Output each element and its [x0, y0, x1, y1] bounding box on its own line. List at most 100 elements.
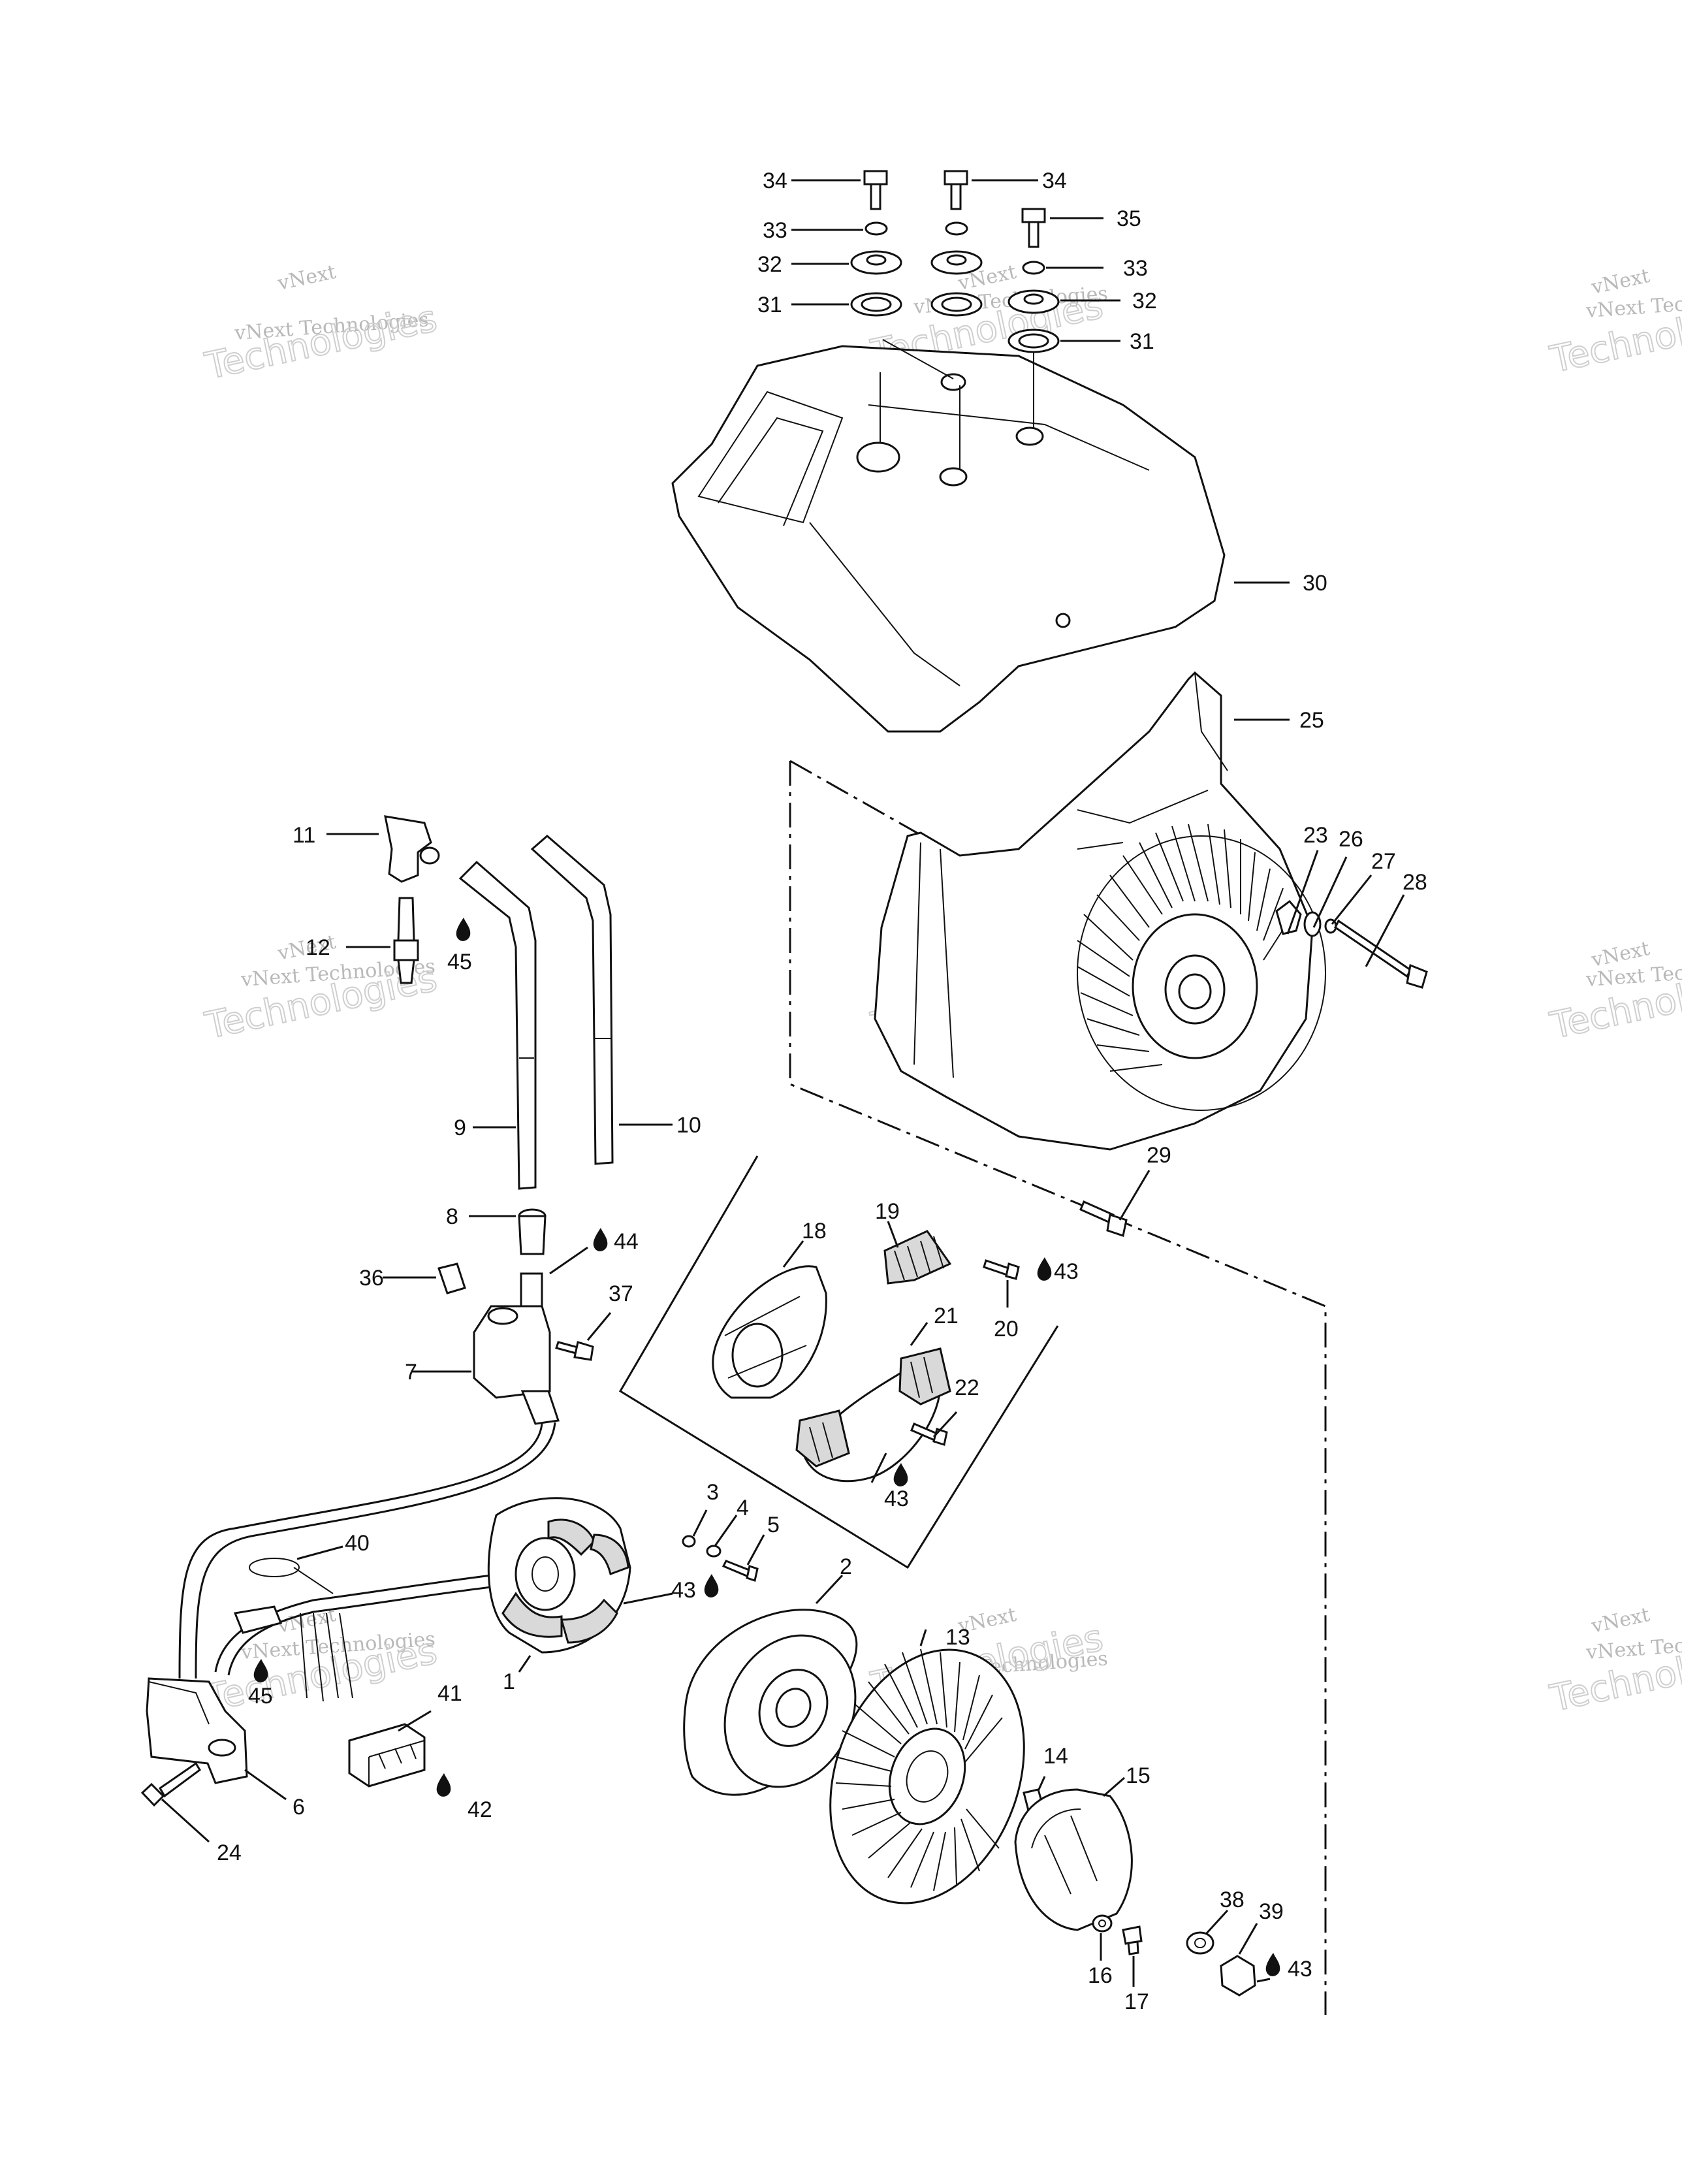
callout-16: 16	[1088, 1963, 1113, 1988]
callout-34b: 34	[1042, 169, 1067, 193]
callout-43b: 43	[884, 1486, 909, 1511]
trigger-inset-outline	[618, 1155, 1059, 1569]
callout-11: 11	[293, 823, 315, 848]
callout-35: 35	[1117, 206, 1141, 231]
spark-plug	[393, 897, 419, 984]
callout-42: 42	[468, 1797, 492, 1822]
drop-icon	[456, 918, 471, 941]
trigger-plate-18	[712, 1265, 827, 1399]
svg-text:vNext: vNext	[1589, 265, 1651, 299]
drop-icon	[1265, 1953, 1280, 1976]
callout-4: 4	[737, 1496, 749, 1520]
callout-2: 2	[840, 1554, 852, 1579]
callout-30: 30	[1303, 571, 1327, 596]
drop-icon	[593, 1228, 608, 1251]
watermark-top-left: vNext vNext Technologies Technologies	[200, 261, 441, 389]
callout-33: 33	[763, 218, 787, 243]
callout-41: 41	[437, 1681, 462, 1706]
callout-32b: 32	[1132, 289, 1157, 313]
bolt-29	[1079, 1200, 1128, 1237]
stator	[487, 1497, 631, 1654]
watermark-low-right: vNext vNext Tec Technol	[1546, 1603, 1682, 1721]
leader-lines	[161, 179, 1405, 1987]
connector-8	[518, 1208, 547, 1255]
screw-37	[555, 1341, 594, 1361]
callout-6: 6	[293, 1795, 305, 1820]
callout-labels: 34 33 32 31 34 35 33 32 31 30 25 23 26 2…	[217, 169, 1427, 2014]
callout-14: 14	[1043, 1744, 1068, 1769]
svg-text:vNext: vNext	[275, 261, 338, 295]
callout-28: 28	[1403, 870, 1427, 895]
fan	[829, 1648, 1025, 1904]
callout-18: 18	[802, 1219, 827, 1244]
callout-33b: 33	[1123, 256, 1148, 281]
lubricant-drop-icons	[253, 918, 1280, 1976]
callout-25: 25	[1299, 708, 1324, 733]
bolt-17	[1122, 1925, 1143, 1955]
callout-21: 21	[934, 1304, 959, 1328]
callout-36: 36	[359, 1266, 384, 1291]
callout-13: 13	[945, 1625, 970, 1650]
callout-20: 20	[994, 1317, 1019, 1341]
drop-icon	[893, 1463, 908, 1486]
hose-10	[530, 835, 614, 1165]
housing-right-fasteners	[1275, 899, 1428, 989]
svg-text:vNext: vNext	[1589, 1603, 1651, 1638]
callout-23: 23	[1303, 823, 1328, 848]
connector-41	[348, 1723, 426, 1788]
callout-43c: 43	[671, 1578, 696, 1603]
callout-37: 37	[609, 1281, 633, 1306]
callout-31b: 31	[1130, 329, 1154, 354]
callout-27: 27	[1371, 849, 1396, 874]
callout-15: 15	[1126, 1763, 1150, 1788]
generator-coil-21	[795, 1347, 951, 1483]
callout-45: 45	[447, 950, 472, 974]
callout-26: 26	[1339, 827, 1363, 852]
svg-text:Technologies: Technologies	[201, 297, 440, 388]
callout-45b: 45	[248, 1684, 273, 1709]
callout-22: 22	[955, 1375, 979, 1400]
callout-34: 34	[763, 169, 787, 193]
sleeve-36	[437, 1262, 466, 1294]
callout-24: 24	[217, 1840, 242, 1865]
ignition-coil	[473, 1272, 560, 1425]
callout-10: 10	[676, 1113, 701, 1138]
screw-22	[910, 1422, 948, 1446]
callout-1: 1	[503, 1669, 515, 1694]
cover-fasteners	[850, 170, 1060, 353]
callout-43d: 43	[1288, 1957, 1312, 1982]
fan-housing-fins	[1077, 824, 1293, 1072]
washer-38	[1186, 1931, 1214, 1955]
drop-icon	[704, 1574, 719, 1598]
callout-44: 44	[614, 1229, 639, 1254]
callout-17: 17	[1124, 1989, 1149, 2014]
cable-tie-40	[249, 1558, 334, 1594]
drop-icon	[1037, 1257, 1052, 1281]
callout-43a: 43	[1054, 1259, 1079, 1284]
washer-16	[1092, 1914, 1113, 1933]
drop-icon	[436, 1773, 451, 1797]
drop-icon	[253, 1659, 268, 1682]
callout-31: 31	[757, 293, 782, 317]
fan-housing	[874, 671, 1326, 1151]
callout-12: 12	[306, 935, 330, 960]
hose-9	[458, 860, 537, 1190]
screw-20	[983, 1259, 1020, 1280]
flywheel	[683, 1609, 858, 1796]
svg-text:Technol: Technol	[1546, 311, 1682, 381]
cdi-module	[146, 1677, 248, 1784]
wiring-harness	[178, 1422, 556, 1702]
small-parts-3-4-5	[682, 1535, 759, 1582]
callout-3: 3	[706, 1480, 719, 1505]
callout-32: 32	[757, 252, 782, 277]
callout-8: 8	[446, 1204, 458, 1229]
callout-19: 19	[875, 1199, 900, 1224]
callout-7: 7	[405, 1360, 417, 1385]
callout-9: 9	[454, 1116, 466, 1140]
callout-39: 39	[1259, 1899, 1284, 1924]
callout-38: 38	[1220, 1887, 1245, 1912]
watermark-top-right: vNext vNext Tec Technol	[1546, 265, 1682, 382]
screw-24	[140, 1761, 201, 1807]
coil-19	[883, 1230, 952, 1285]
